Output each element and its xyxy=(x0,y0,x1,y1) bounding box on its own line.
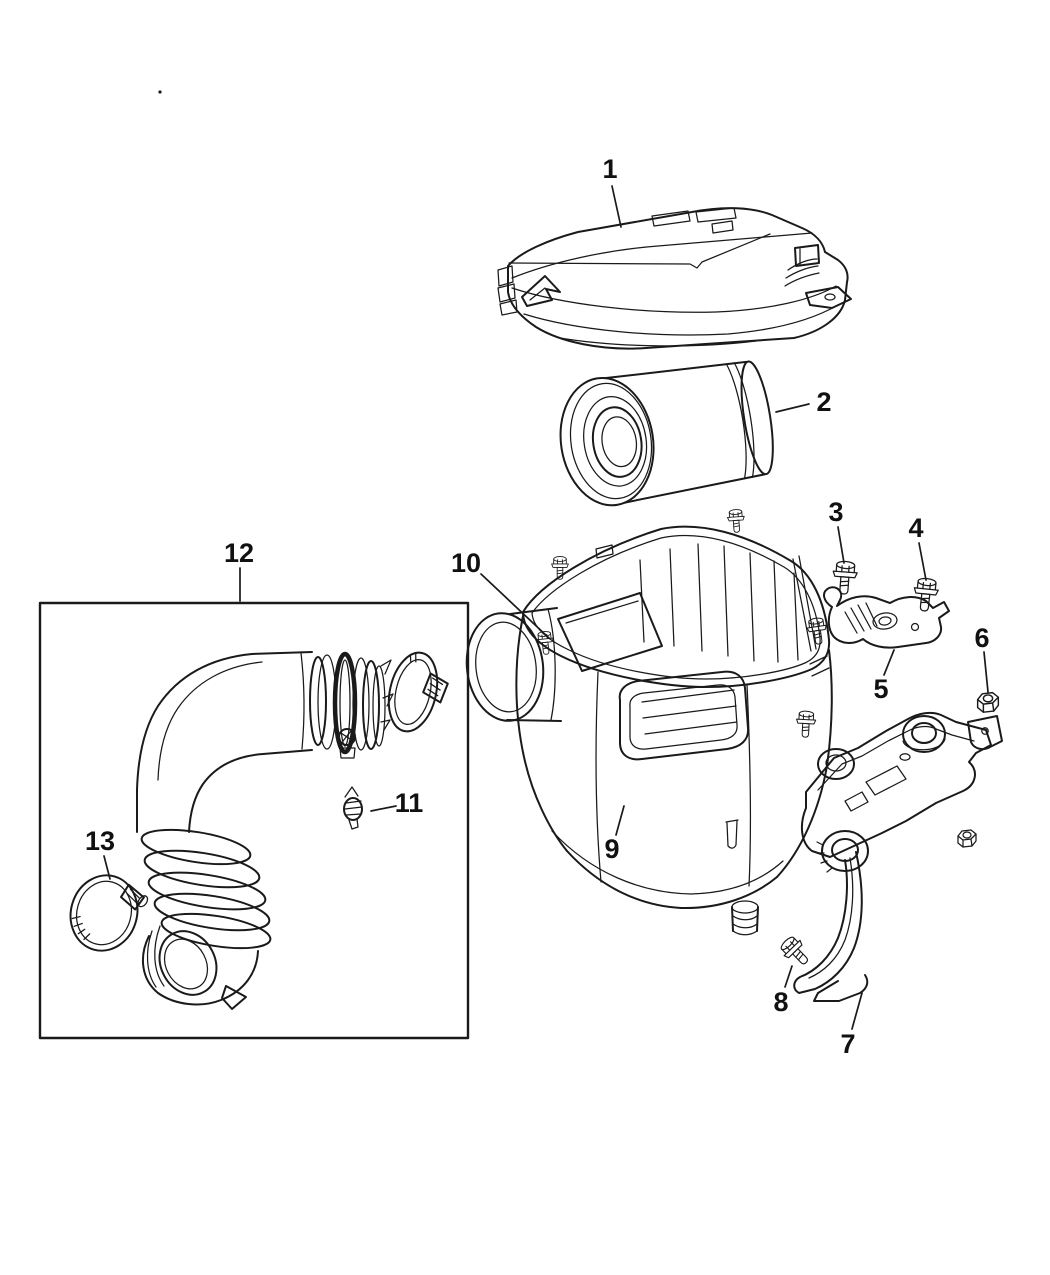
callout-leader xyxy=(370,805,397,812)
body-mount-bolt xyxy=(795,710,817,739)
callout-label: 1 xyxy=(602,154,617,184)
callout-label: 6 xyxy=(974,623,989,653)
callout-leader xyxy=(611,185,622,228)
part-hose-clamp-13 xyxy=(69,874,149,952)
callout-leader xyxy=(837,526,845,564)
hose-kit-box-frame xyxy=(38,601,470,1040)
callout-9: 9 xyxy=(604,805,625,864)
part-air-cleaner-body xyxy=(465,508,833,936)
callout-label: 5 xyxy=(873,674,888,704)
callout-leader xyxy=(775,403,810,413)
callout-11: 11 xyxy=(370,788,424,818)
part-upper-bracket xyxy=(823,586,950,649)
part-retainer-clip xyxy=(343,786,363,830)
callout-label: 4 xyxy=(908,513,923,543)
callout-3: 3 xyxy=(828,497,845,564)
attached-hose-clamp xyxy=(332,651,358,755)
bracket-nut xyxy=(957,829,977,848)
callout-leader xyxy=(883,649,895,676)
part-nut-6 xyxy=(976,691,1000,713)
callout-leader xyxy=(851,992,863,1030)
callout-13: 13 xyxy=(85,826,115,880)
callout-5: 5 xyxy=(873,649,895,704)
callout-2: 2 xyxy=(775,387,832,417)
callout-4: 4 xyxy=(908,513,927,581)
callout-10: 10 xyxy=(451,548,550,639)
part-bolt-3 xyxy=(831,560,859,596)
callout-leader xyxy=(918,542,927,581)
callout-label: 9 xyxy=(604,834,619,864)
callout-12: 12 xyxy=(224,538,254,602)
body-seal-band xyxy=(522,525,831,688)
rim-stud xyxy=(726,508,746,534)
part-loose-hose-clamp xyxy=(387,651,449,733)
callout-leader xyxy=(615,805,625,836)
part-air-cleaner-cover xyxy=(497,207,852,350)
callout-label: 8 xyxy=(773,987,788,1017)
callout-leader xyxy=(103,855,111,880)
callout-8: 8 xyxy=(773,965,793,1017)
part-air-filter-element xyxy=(559,360,774,507)
print-speck xyxy=(158,90,162,94)
callout-1: 1 xyxy=(602,154,622,228)
callout-6: 6 xyxy=(974,623,990,693)
callout-leader xyxy=(480,573,550,639)
callout-7: 7 xyxy=(840,992,863,1059)
callout-label: 7 xyxy=(840,1029,855,1059)
callout-label: 11 xyxy=(395,788,424,818)
callouts: 1 2 3 4 5 6 7 8 xyxy=(85,154,990,1059)
callout-label: 12 xyxy=(224,538,254,568)
callout-label: 2 xyxy=(816,387,831,417)
part-air-intake-hose xyxy=(136,651,394,1010)
part-lower-support-bracket xyxy=(793,711,1003,1002)
callout-label: 3 xyxy=(828,497,843,527)
callout-label: 13 xyxy=(85,826,115,856)
callout-leader xyxy=(784,965,793,988)
part-bolt-8 xyxy=(776,932,815,971)
callout-leader xyxy=(983,651,989,693)
callout-label: 10 xyxy=(451,548,481,578)
